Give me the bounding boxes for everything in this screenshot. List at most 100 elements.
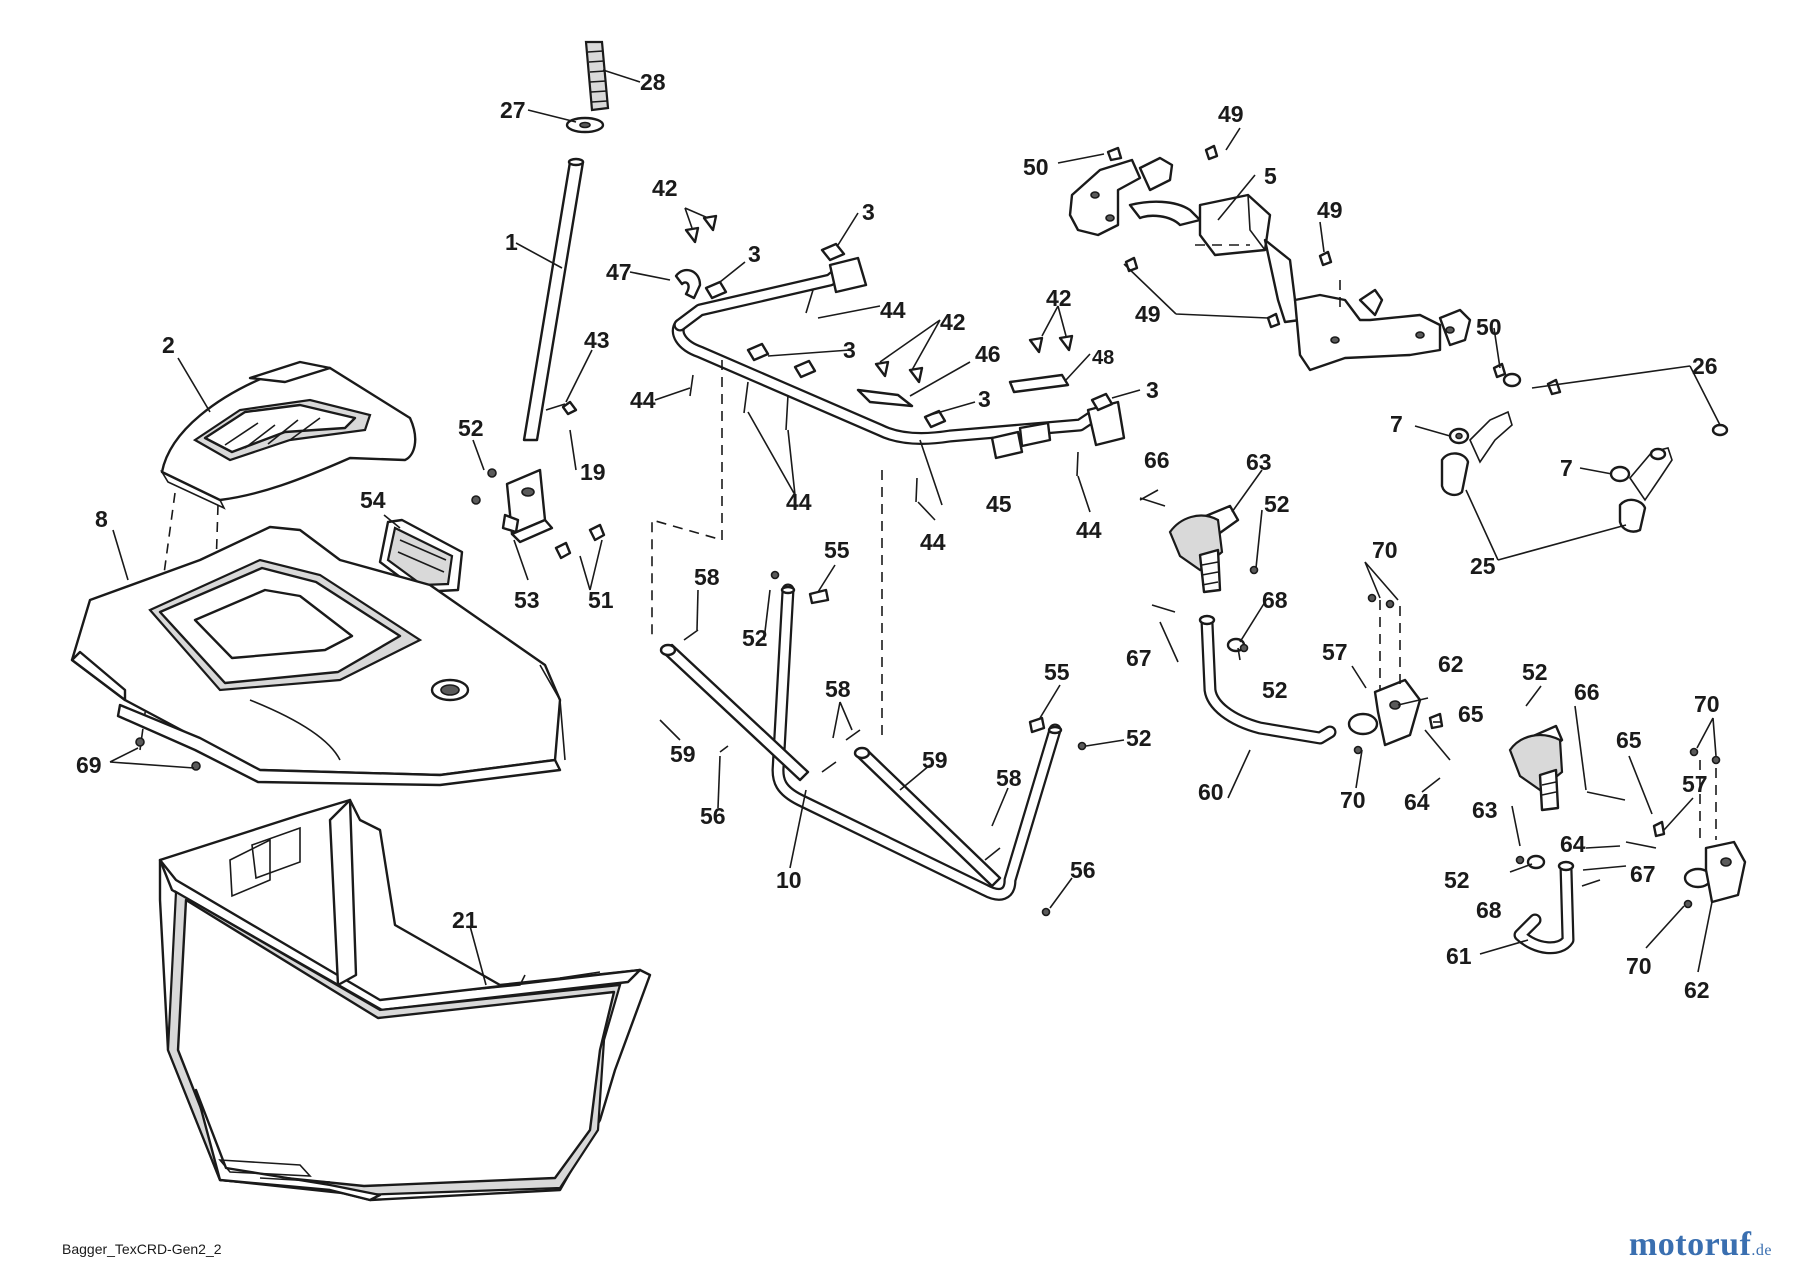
bolt: [1266, 312, 1281, 329]
callout-65: 65: [1616, 727, 1642, 753]
callout-58: 58: [694, 564, 720, 590]
callout-55: 55: [824, 537, 850, 563]
screw: [191, 761, 201, 771]
callout-63: 63: [1246, 449, 1272, 475]
callout-61: 61: [1446, 943, 1472, 969]
callout-52: 52: [1262, 677, 1288, 703]
callout-48: 48: [1092, 347, 1114, 369]
callout-44: 44: [786, 489, 812, 515]
callout-8: 8: [95, 506, 108, 532]
callout-68: 68: [1476, 897, 1502, 923]
callout-66: 66: [1574, 679, 1600, 705]
plate: [1008, 373, 1070, 394]
callout-44: 44: [1076, 517, 1102, 543]
callout-52: 52: [1522, 659, 1548, 685]
drawing-code: Bagger_TexCRD-Gen2_2: [62, 1241, 222, 1257]
handle-grip: [584, 40, 610, 112]
callout-52: 52: [1126, 725, 1152, 751]
bolt: [1106, 146, 1123, 162]
clip: [704, 280, 728, 300]
callout-50: 50: [1476, 314, 1502, 340]
callout-57: 57: [1322, 639, 1348, 665]
screw: [684, 226, 700, 244]
callout-46: 46: [975, 341, 1001, 367]
callout-47: 47: [606, 259, 632, 285]
spring-assembly: [1440, 372, 1729, 533]
callout-59: 59: [670, 741, 696, 767]
callout-69: 69: [76, 752, 102, 778]
screw: [554, 541, 572, 560]
callout-62: 62: [1684, 977, 1710, 1003]
callout-56: 56: [700, 803, 726, 829]
callout-50: 50: [1023, 154, 1049, 180]
callout-63: 63: [1472, 797, 1498, 823]
callout-53: 53: [514, 587, 540, 613]
callout-70: 70: [1694, 691, 1720, 717]
callout-3: 3: [843, 337, 856, 363]
mount-bracket: [1068, 156, 1302, 324]
screw: [808, 588, 830, 605]
bolt: [1204, 144, 1219, 161]
lever-assembly-lower: [1508, 724, 1575, 955]
callout-27: 27: [500, 97, 526, 123]
callout-44: 44: [630, 387, 656, 413]
screw: [1028, 336, 1044, 354]
callout-25: 25: [1470, 553, 1496, 579]
callout-52: 52: [458, 415, 484, 441]
callout-42: 42: [940, 309, 966, 335]
screw: [908, 366, 924, 384]
screw: [874, 360, 890, 378]
bag-frame: [671, 256, 1126, 460]
pivot-bracket: [1347, 678, 1451, 761]
callout-49: 49: [1135, 301, 1161, 327]
callout-1: 1: [505, 229, 518, 255]
callout-60: 60: [1198, 779, 1224, 805]
lower-frame: [771, 583, 1063, 901]
callout-45: 45: [986, 491, 1012, 517]
tube-bracket: [501, 468, 554, 544]
callout-64: 64: [1560, 831, 1586, 857]
callout-56: 56: [1070, 857, 1096, 883]
callout-3: 3: [978, 386, 991, 412]
screw: [702, 214, 718, 232]
mount-bracket-right: [1293, 288, 1472, 372]
callout-51: 51: [588, 587, 614, 613]
callout-10: 10: [776, 867, 802, 893]
screw: [588, 523, 606, 542]
callout-44: 44: [920, 529, 946, 555]
brand-tld: .de: [1751, 1242, 1772, 1259]
callout-58: 58: [825, 676, 851, 702]
callout-62: 62: [1438, 651, 1464, 677]
callout-3: 3: [748, 241, 761, 267]
callout-70: 70: [1626, 953, 1652, 979]
clip: [1090, 392, 1114, 412]
clip: [820, 242, 846, 262]
bag-lid: [159, 360, 417, 510]
callout-3: 3: [1146, 377, 1159, 403]
lever-assembly: [1168, 504, 1337, 745]
callout-67: 67: [1630, 861, 1656, 887]
callout-54: 54: [360, 487, 386, 513]
brand-name: motoruf: [1628, 1226, 1752, 1263]
bolt: [1151, 604, 1176, 613]
callout-67: 67: [1126, 645, 1152, 671]
callout-5: 5: [1264, 163, 1277, 189]
grass-bag: [158, 798, 652, 1202]
callout-66: 66: [1144, 447, 1170, 473]
callout-52: 52: [742, 625, 768, 651]
callout-44: 44: [880, 297, 906, 323]
bolt: [561, 400, 578, 416]
callout-68: 68: [1262, 587, 1288, 613]
screw: [135, 737, 145, 747]
callout-65: 65: [1458, 701, 1484, 727]
callout-59: 59: [922, 747, 948, 773]
callout-64: 64: [1404, 789, 1430, 815]
callout-70: 70: [1372, 537, 1398, 563]
pivot-bracket-lower: [1683, 840, 1747, 904]
callout-43: 43: [584, 327, 610, 353]
brand-logo[interactable]: motoruf.de: [1629, 1226, 1772, 1264]
bolt: [1124, 256, 1139, 273]
screw: [1058, 334, 1074, 352]
callout-70: 70: [1340, 787, 1366, 813]
callout-49: 49: [1218, 101, 1244, 127]
